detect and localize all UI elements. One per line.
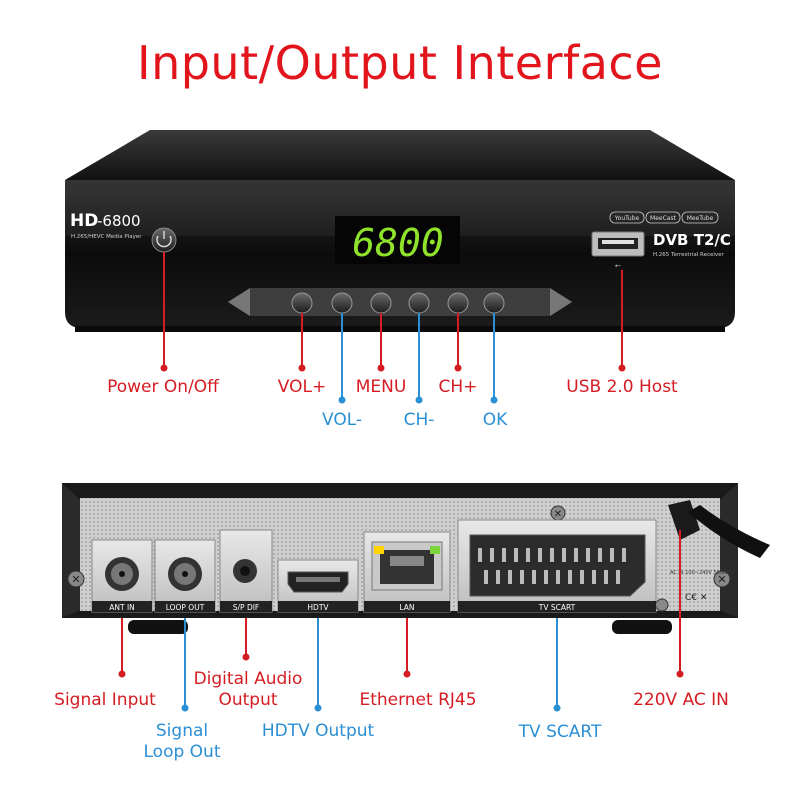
label-ethernet: Ethernet RJ45 [359, 690, 477, 710]
button-ch-up[interactable] [447, 292, 469, 314]
svg-text:✕: ✕ [717, 574, 726, 586]
brand-model: -6800 [97, 212, 141, 230]
button-menu[interactable] [370, 292, 392, 314]
brand-sub: H.265/HEVC Media Player [71, 234, 142, 240]
label-ch-up: CH+ [438, 377, 478, 397]
power-button[interactable] [151, 227, 177, 253]
dvb-logo: DVB T2/C [653, 231, 731, 249]
label-signal-loop-line2: Loop Out [143, 742, 221, 762]
dvb-sub: H.265 Terrestrial Receiver [653, 252, 725, 258]
label-hdtv-output: HDTV Output [261, 721, 375, 741]
label-ch-down: CH- [403, 410, 435, 430]
svg-text:✕: ✕ [71, 574, 80, 586]
label-spdif: S/P DIF [233, 603, 260, 612]
port-spdif[interactable] [219, 529, 273, 613]
label-vol-down: VOL- [321, 410, 363, 430]
button-ch-down[interactable] [408, 292, 430, 314]
app-badges: YouTube MeeCast MeeTube [609, 211, 719, 224]
label-signal-loop-line1: Signal [155, 721, 209, 741]
app-meetube: MeeTube [687, 215, 714, 222]
label-ok: OK [482, 410, 508, 430]
usb-icon: ⭠ [615, 261, 622, 270]
button-vol-down[interactable] [331, 292, 353, 314]
svg-text:✕: ✕ [554, 509, 562, 520]
power-icon [156, 235, 172, 248]
label-lan: LAN [399, 603, 414, 612]
led-display [335, 216, 460, 264]
usb-port[interactable]: ⭠ [591, 231, 645, 270]
port-hdtv[interactable] [277, 559, 359, 613]
front-leader-lines [160, 252, 626, 404]
label-ac-in: 220V AC IN [633, 690, 729, 710]
power-spec: AC IN 100~240V 50/60Hz [670, 570, 735, 576]
label-loop-out: LOOP OUT [166, 603, 205, 612]
page-title: Input/Output Interface [137, 36, 663, 90]
port-loop-out[interactable] [154, 539, 216, 613]
button-ok[interactable] [483, 292, 505, 314]
power-cable[interactable] [668, 500, 770, 558]
ce-mark-icon: C€ ✕ [685, 593, 707, 603]
label-vol-up: VOL+ [277, 377, 327, 397]
app-youtube: YouTube [614, 215, 640, 222]
label-hdtv: HDTV [307, 603, 329, 612]
label-digital-audio-line1: Digital Audio [193, 669, 303, 689]
brand-hd: HD [70, 211, 98, 231]
label-digital-audio-line2: Output [218, 690, 278, 710]
label-usb-host: USB 2.0 Host [566, 377, 678, 397]
back-leader-lines [118, 530, 684, 712]
port-scart[interactable] [457, 519, 657, 613]
label-ant-in: ANT IN [109, 603, 135, 612]
port-ant-in[interactable] [91, 539, 153, 613]
label-power-on-off: Power On/Off [107, 377, 219, 397]
label-tv-scart: TV SCART [518, 722, 602, 742]
display-digits: 6800 [352, 221, 444, 265]
app-meecast: MeeCast [650, 215, 677, 222]
label-scart: TV SCART [538, 603, 576, 612]
button-vol-up[interactable] [291, 292, 313, 314]
label-signal-input: Signal Input [54, 690, 156, 710]
port-lan[interactable] [363, 531, 451, 613]
label-menu: MENU [355, 377, 407, 397]
